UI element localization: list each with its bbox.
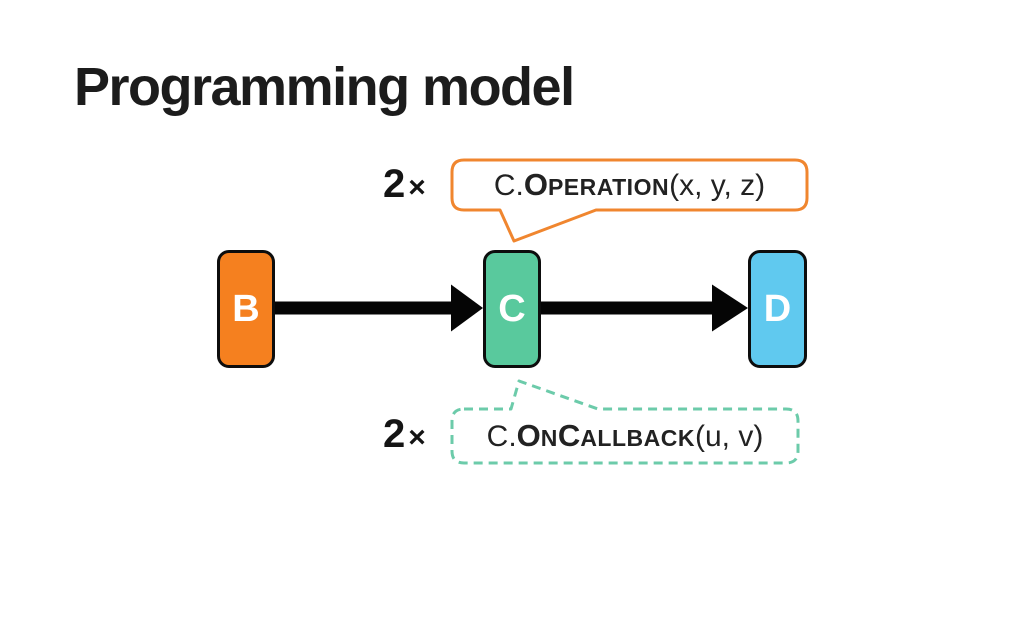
node-d-label: D [763, 288, 792, 330]
operation-prefix: C. [493, 169, 524, 202]
operation-multiplier-times-icon: × [408, 171, 426, 204]
callback-name-segment: C [557, 418, 581, 453]
arrow-c-to-d-shaft [539, 301, 715, 315]
callback-multiplier-times-icon: × [408, 421, 426, 454]
callback-callout-text: C.ONCALLBACK(u, v) [452, 409, 798, 463]
operation-args: (x, y, z) [669, 169, 766, 202]
node-d: D [748, 250, 807, 368]
node-c: C [483, 250, 541, 368]
callback-prefix: C. [486, 420, 517, 453]
callback-args: (u, v) [694, 420, 764, 453]
callback-multiplier: 2× [383, 412, 426, 462]
operation-name-segment: PERATION [547, 174, 670, 200]
callback-multiplier-value: 2 [383, 412, 406, 456]
node-b-label: B [232, 288, 260, 330]
arrow-c-to-d-head-icon [712, 284, 748, 332]
callback-name-segment: ALLBACK [580, 425, 695, 451]
node-b: B [217, 250, 275, 368]
arrow-b-to-c-shaft [275, 301, 455, 315]
arrow-b-to-c-head-icon [451, 284, 483, 332]
operation-multiplier: 2× [383, 162, 426, 212]
node-c-label: C [498, 288, 526, 330]
callback-name-segment: N [540, 425, 558, 451]
arrow-c-to-d [539, 284, 748, 332]
operation-callout-text: C.OPERATION(x, y, z) [452, 160, 807, 210]
operation-name-segment: O [523, 167, 548, 202]
arrow-b-to-c [275, 284, 483, 332]
operation-multiplier-value: 2 [383, 162, 406, 206]
slide-title: Programming model [74, 57, 575, 117]
callback-name-segment: O [516, 418, 541, 453]
